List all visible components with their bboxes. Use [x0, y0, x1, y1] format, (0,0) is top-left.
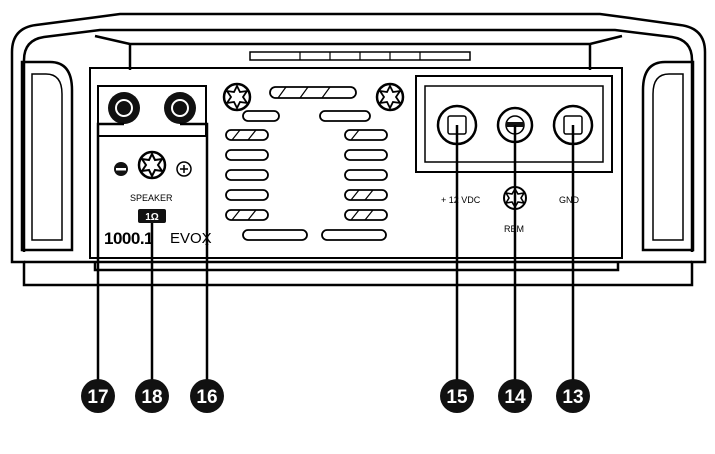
- speaker-terminal-block: [97, 85, 207, 137]
- speaker-label: SPEAKER: [130, 193, 173, 203]
- vent-slot: [321, 229, 387, 241]
- vent-slot: [344, 149, 388, 161]
- callout-14: 14: [498, 379, 532, 413]
- power-label: + 12 VDC: [441, 195, 481, 205]
- vent-slot: [225, 209, 269, 221]
- ground-label: GND: [559, 195, 580, 205]
- callout-16-number: 16: [196, 387, 217, 408]
- speaker-terminal-negative[interactable]: [108, 92, 140, 124]
- minus-icon: [114, 162, 128, 176]
- callout-17: 17: [81, 379, 115, 413]
- vent-slot: [225, 129, 269, 141]
- model-suffix: EVOX: [170, 230, 212, 247]
- vent-slot: [344, 129, 388, 141]
- callout-16: 16: [190, 379, 224, 413]
- callout-15: 15: [440, 379, 474, 413]
- vent-slot: [344, 209, 388, 221]
- front-panel: [89, 51, 623, 259]
- callout-14-number: 14: [504, 387, 526, 408]
- speaker-terminal-positive[interactable]: [164, 92, 196, 124]
- leader-16: [180, 122, 209, 380]
- callout-13-number: 13: [562, 387, 583, 408]
- leader-lines: [96, 122, 575, 380]
- vent-slot: [225, 169, 269, 181]
- callout-13: 13: [556, 379, 590, 413]
- callout-17-number: 17: [87, 387, 108, 408]
- impedance-label: 1Ω: [145, 212, 159, 223]
- cooling-vents: [222, 82, 405, 241]
- callout-15-number: 15: [446, 387, 468, 408]
- vent-slot: [344, 189, 388, 201]
- vent-slot: [225, 149, 269, 161]
- callout-18: 18: [135, 379, 169, 413]
- vent-slot: [269, 86, 357, 99]
- amplifier-housing: [10, 12, 707, 287]
- impedance-badge: 1Ω: [138, 209, 166, 223]
- screw-icon: [137, 150, 167, 180]
- leader-17: [96, 122, 124, 380]
- plus-icon: [176, 161, 192, 177]
- vent-slot: [225, 189, 269, 201]
- left-side-panel: [20, 60, 74, 252]
- model-main: 1000.1: [104, 229, 153, 248]
- vent-slot: [344, 169, 388, 181]
- screw-icon: [222, 82, 252, 112]
- vent-slot: [242, 229, 308, 241]
- vent-slot: [242, 110, 280, 122]
- right-side-panel: [641, 60, 695, 252]
- screw-icon: [375, 82, 405, 112]
- model-name: 1000.1 EVOX 2: [104, 229, 212, 248]
- vent-slot: [319, 110, 371, 122]
- callout-18-number: 18: [141, 387, 162, 408]
